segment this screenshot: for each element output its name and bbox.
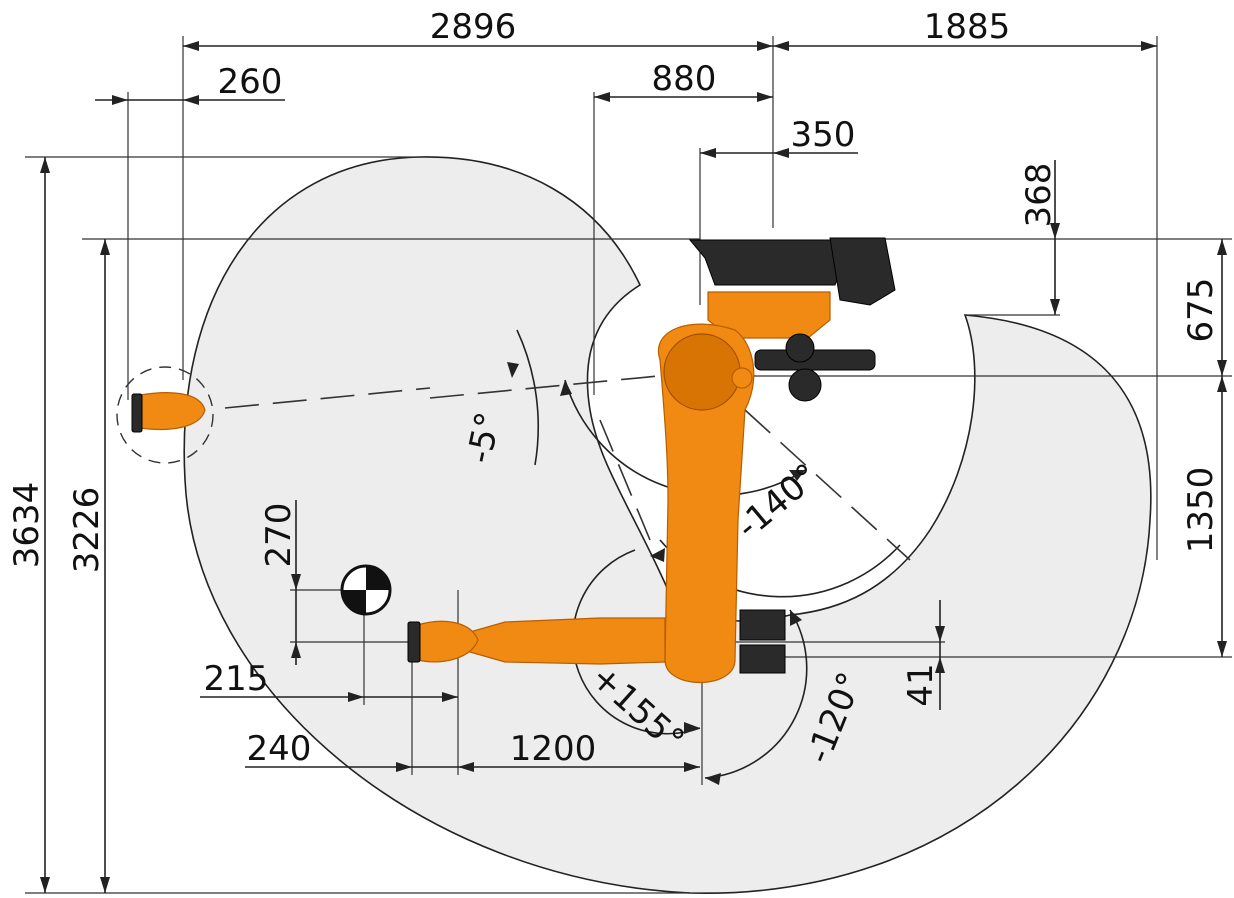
dim-1885-label: 1885 [924,7,1011,47]
dashed-lines [116,366,911,561]
dim-1350-label: 1350 [1181,467,1221,554]
dim-675-label: 675 [1181,278,1221,343]
counterweight [754,349,876,371]
angle-arcs [507,329,901,785]
dim-41-label: 41 [901,663,941,706]
robot-forearm [469,617,666,665]
dim-350-label: 350 [791,115,856,155]
work-envelope [183,156,1152,894]
dim-880-label: 880 [652,59,717,99]
dim-left [25,156,700,894]
dim-215-label: 215 [204,659,269,699]
dim-2896-label: 2896 [430,7,517,47]
dim-260-label: 260 [218,62,283,102]
robot-wrist-extended [139,392,206,431]
dim-3634-label: 3634 [7,482,47,569]
dim-top [95,36,1158,560]
dim-1200-label: 1200 [510,729,597,769]
dim-right [700,160,1232,658]
dim-368-label: 368 [1019,163,1059,228]
robot-wrist [417,620,479,663]
dim-3226-label: 3226 [67,487,107,574]
angle-minus140-label: -140° [729,456,827,547]
dim-270-label: 270 [259,503,299,568]
robot [131,237,896,684]
dim-41 [935,600,945,710]
robot-link-arm [657,323,755,684]
dim-240-label: 240 [247,729,312,769]
cog-symbol-icon [340,564,392,616]
